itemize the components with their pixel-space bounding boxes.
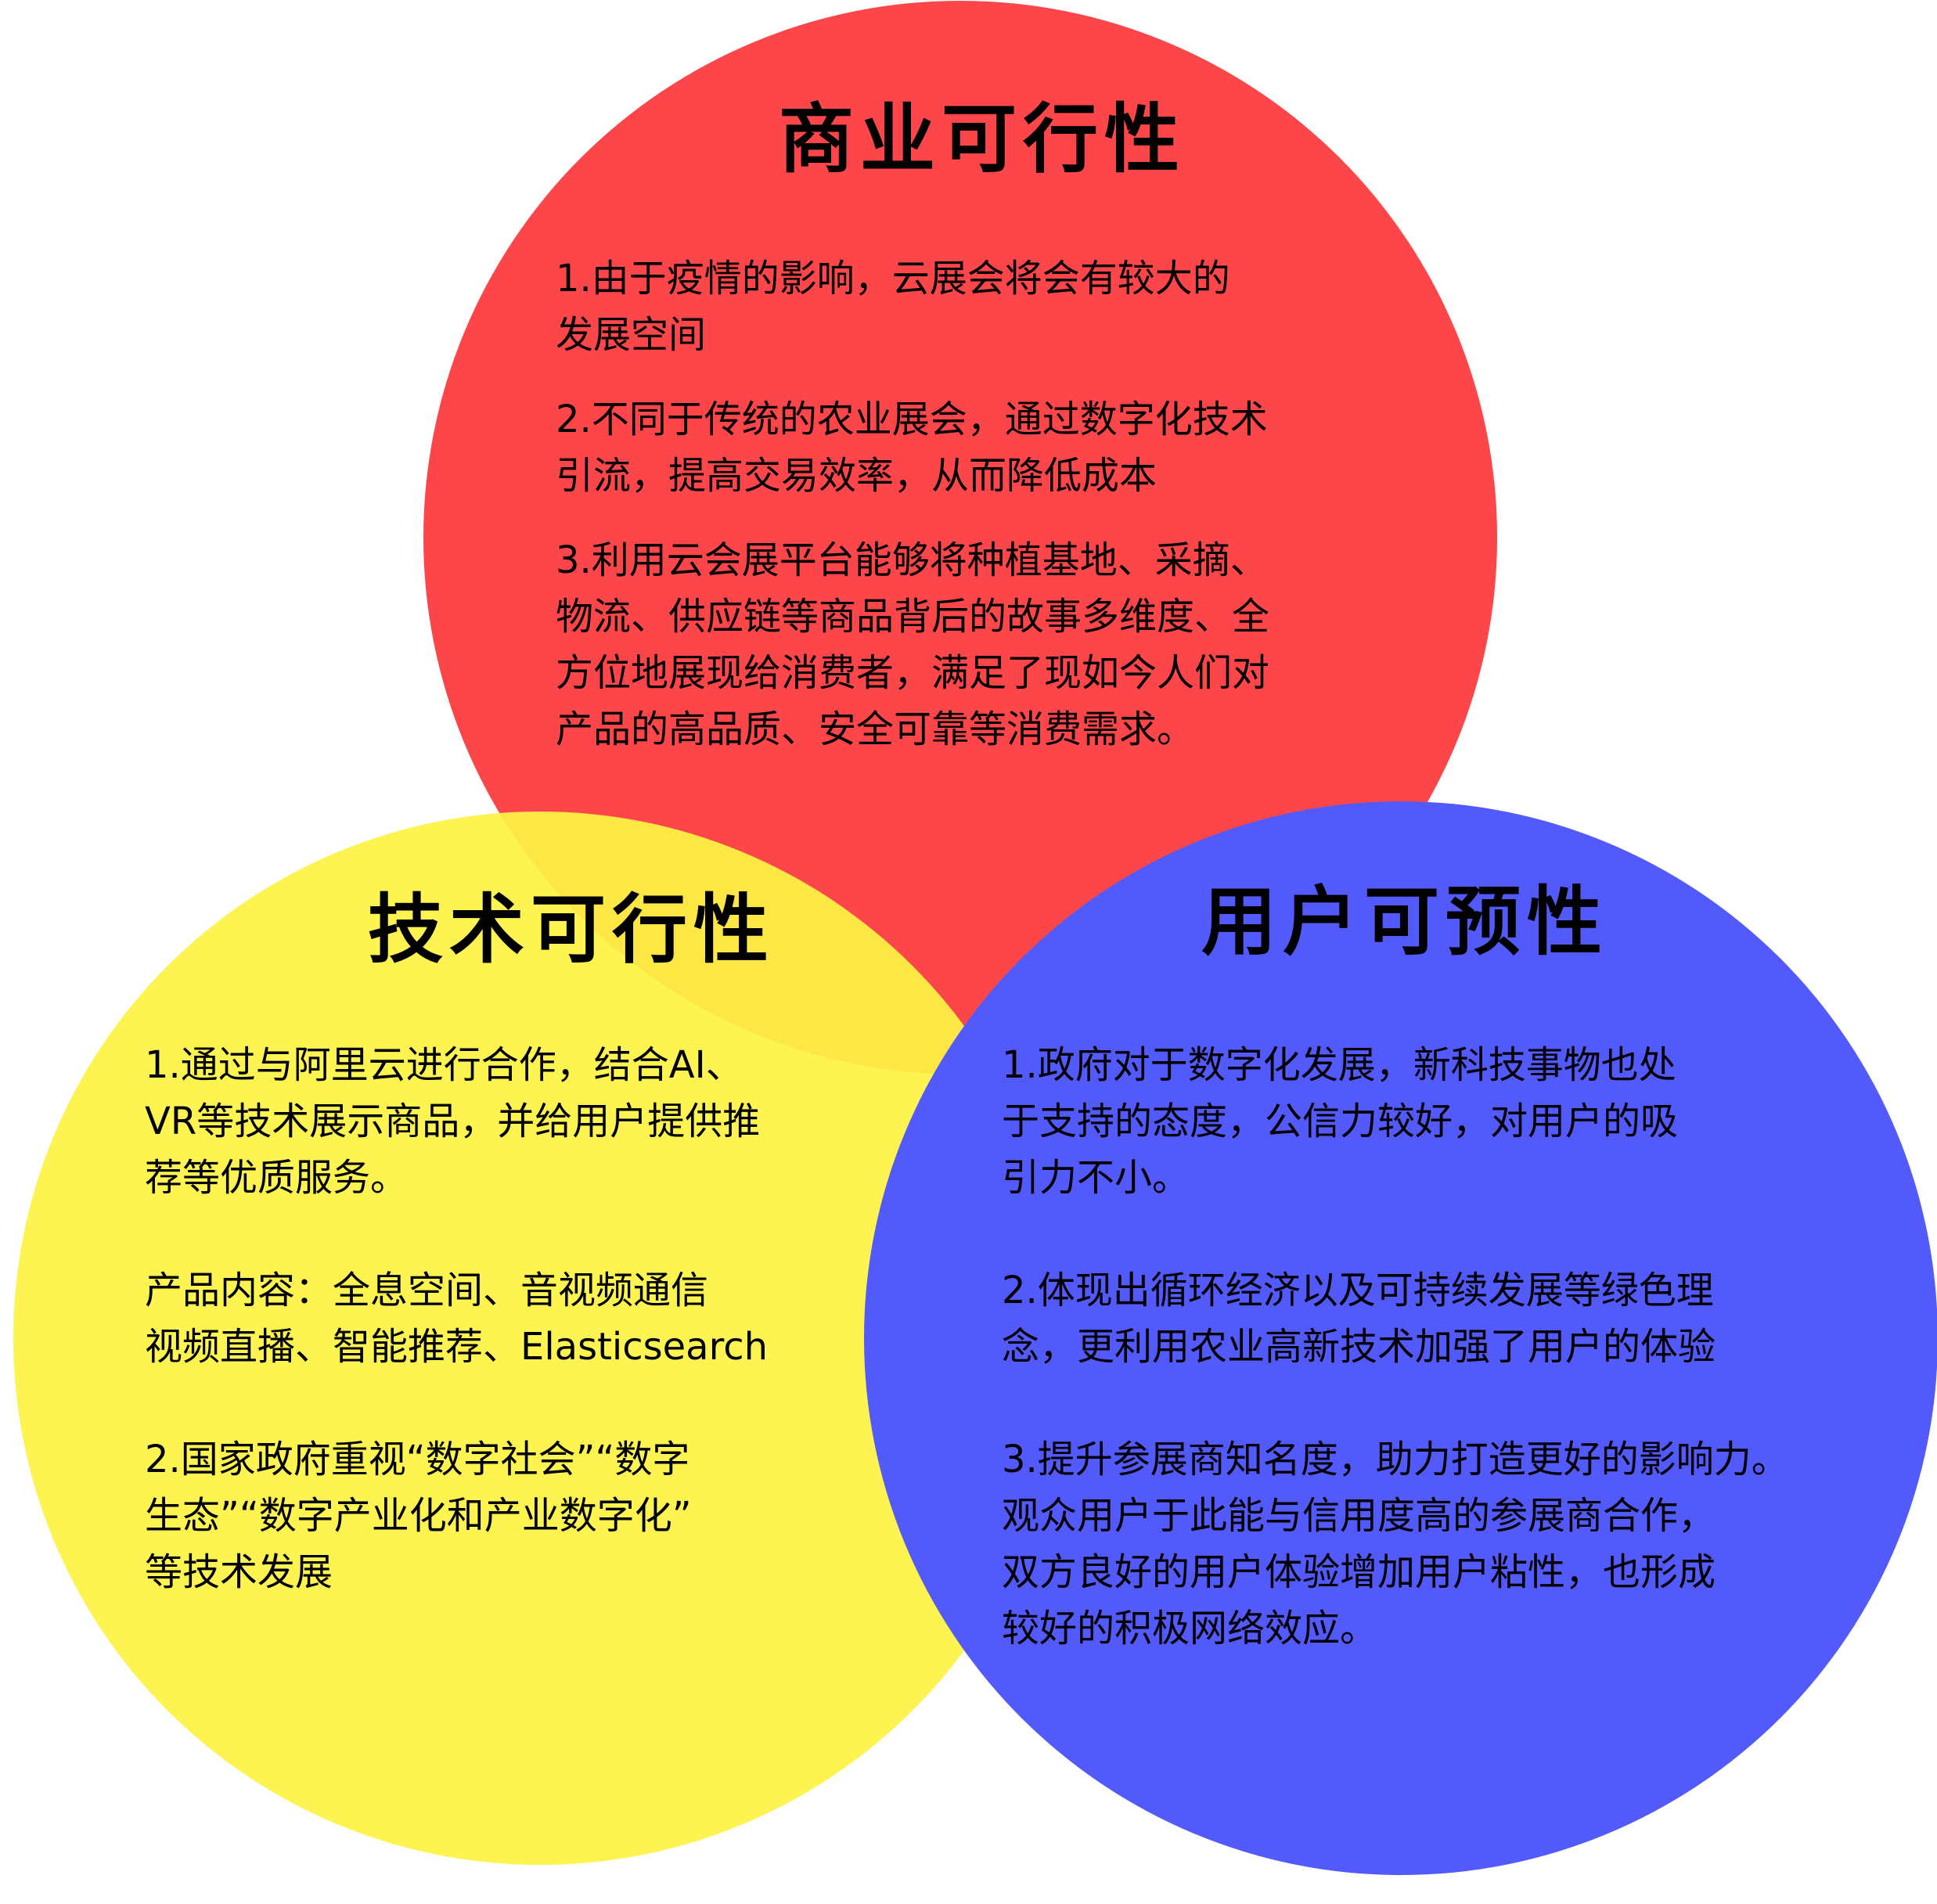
tech-item-2: 产品内容：全息空间、音视频通信 视频直播、智能推荐、Elasticsearch	[145, 1269, 769, 1369]
user-circle	[864, 801, 1937, 1875]
business-item-2: 2.不同于传统的农业展会，通过数字化技术 引流，提高交易效率，从而降低成本	[556, 398, 1268, 498]
business-text: 1.由于疫情的影响，云展会将会有较大的 发展空间 2.不同于传统的农业展会，通过…	[556, 250, 1448, 758]
user-item-2: 2.体现出循环经济以及可持续发展等绿色理 念，更利用农业高新技术加强了用户的体验	[1002, 1269, 1716, 1369]
user-item-3: 3.提升参展商知名度，助力打造更好的影响力。 观众用户于此能与信用度高的参展商合…	[1002, 1438, 1789, 1650]
business-item-1: 1.由于疫情的影响，云展会将会有较大的 发展空间	[556, 257, 1230, 357]
user-item-1: 1.政府对于数字化发展，新科技事物也处 于支持的态度，公信力较好，对用户的吸 引…	[1002, 1043, 1679, 1200]
tech-item-1: 1.通过与阿里云进行合作，结合AI、 VR等技术展示商品，并给用户提供推 荐等优…	[145, 1043, 761, 1200]
tech-title: 技术可行性	[368, 886, 775, 974]
user-title: 用户可预性	[1201, 878, 1608, 966]
business-title: 商业可行性	[779, 95, 1186, 183]
tech-circle	[13, 812, 1067, 1865]
user-text: 1.政府对于数字化发展，新科技事物也处 于支持的态度，公信力较好，对用户的吸 引…	[1002, 1037, 1925, 1657]
business-circle	[423, 1, 1497, 1074]
tech-item-3: 2.国家政府重视“数字社会”“数字 生态”“数字产业化和产业数字化” 等技术发展	[145, 1438, 692, 1594]
business-item-3: 3.利用云会展平台能够将种植基地、采摘、 物流、供应链等商品背后的故事多维度、全…	[556, 538, 1270, 751]
tech-text: 1.通过与阿里云进行合作，结合AI、 VR等技术展示商品，并给用户提供推 荐等优…	[145, 1037, 959, 1600]
